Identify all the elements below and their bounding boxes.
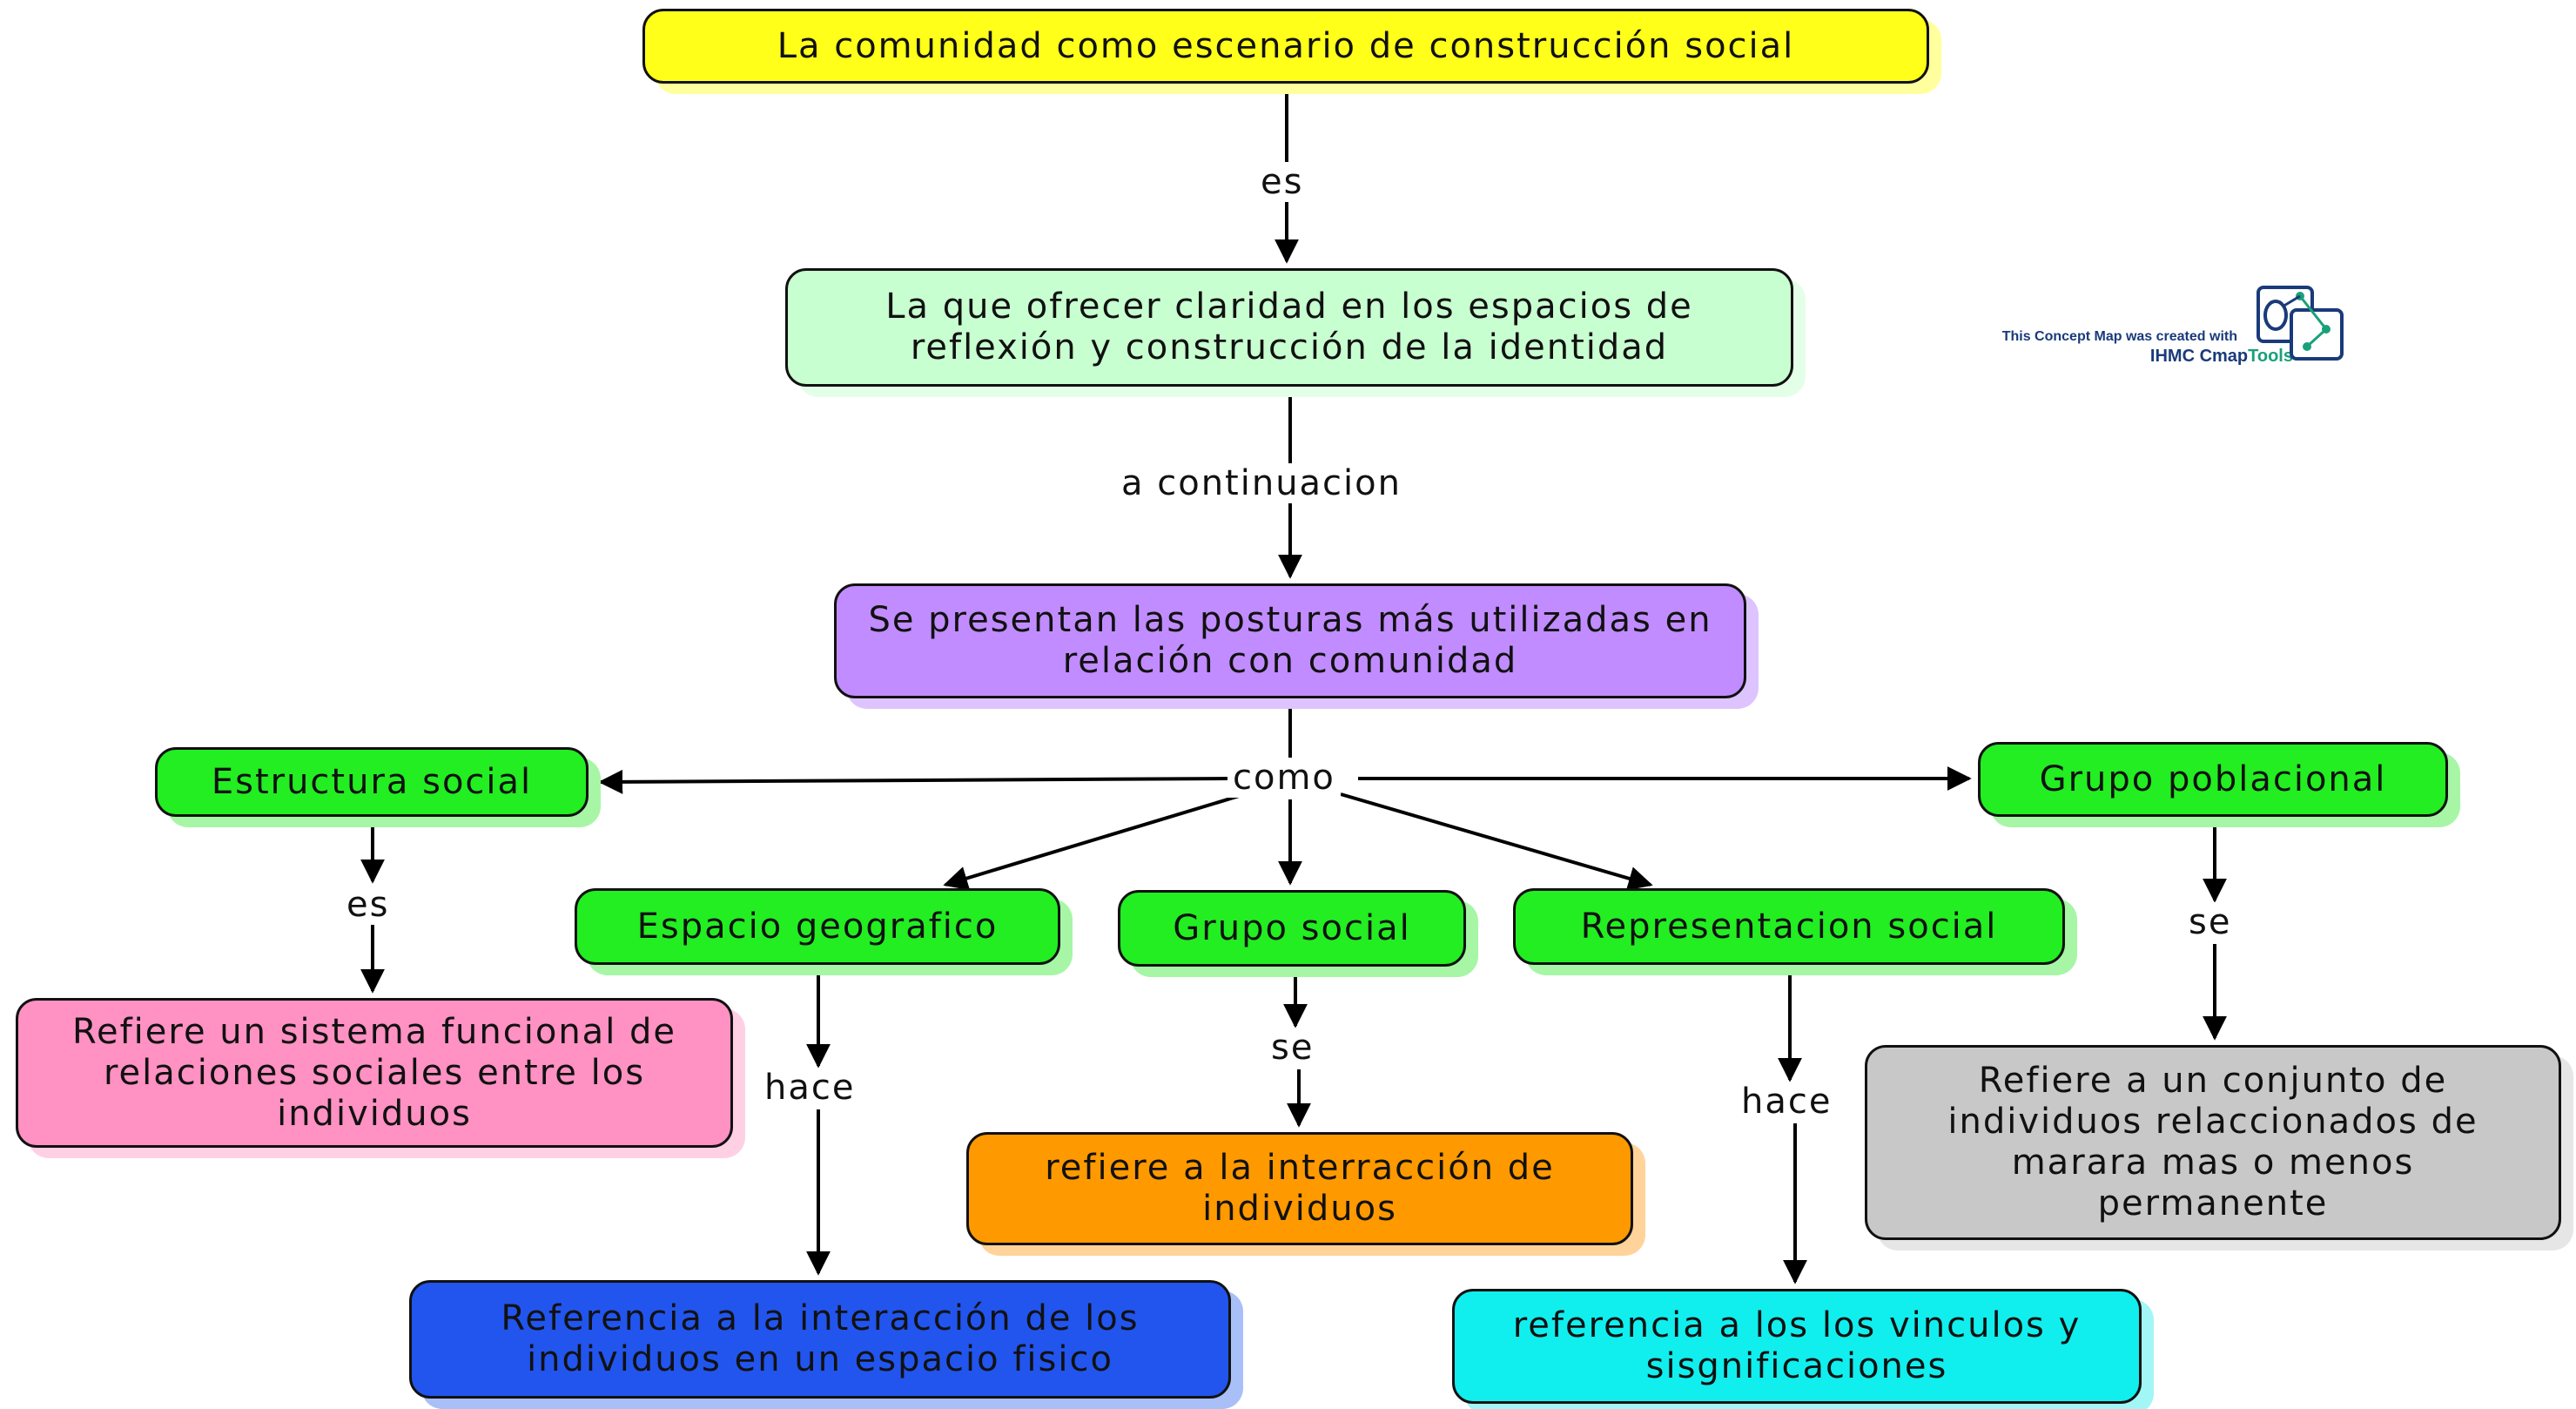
concept-espacio-definition: Referencia a la interacción de los indiv… bbox=[409, 1280, 1231, 1399]
link-label-hace: hace bbox=[759, 1068, 861, 1108]
edge-como-to-representacion bbox=[1340, 792, 1653, 891]
watermark-product-prefix: IHMC Cmap bbox=[2149, 347, 2249, 366]
concept-espacio-geografico: Espacio geografico bbox=[575, 888, 1060, 965]
concept-grupo-social: Grupo social bbox=[1118, 890, 1466, 967]
watermark-product-name: IHMC CmapTools bbox=[2150, 347, 2293, 367]
cmaptools-watermark: This Concept Map was created with IHMC C… bbox=[1969, 280, 2349, 373]
link-label-a-continuacion: a continuacion bbox=[1116, 463, 1407, 503]
concept-grupo-poblacional: Grupo poblacional bbox=[1978, 742, 2448, 817]
concept-representacion-social: Representacion social bbox=[1513, 888, 2065, 965]
watermark-product-suffix: Tools bbox=[2248, 347, 2293, 366]
concept-estructura-social: Estructura social bbox=[155, 747, 589, 817]
concept-root: La comunidad como escenario de construcc… bbox=[642, 9, 1929, 84]
watermark-caption: This Concept Map was created with bbox=[2001, 329, 2237, 344]
link-label-es: es bbox=[1255, 162, 1309, 202]
concept-postures: Se presentan las posturas más utilizadas… bbox=[834, 583, 1746, 698]
concept-interaccion: refiere a la interracción de individuos bbox=[966, 1132, 1633, 1245]
edge-como-to-espacio bbox=[943, 792, 1246, 891]
link-label-es: es bbox=[341, 885, 395, 925]
link-label-como: como bbox=[1227, 758, 1341, 798]
link-label-hace: hace bbox=[1736, 1082, 1838, 1122]
concept-estructura-definition: Refiere un sistema funcional de relacion… bbox=[16, 998, 733, 1148]
concept-clarity: La que ofrecer claridad en los espacios … bbox=[785, 268, 1793, 387]
edge-como-to-estructura bbox=[598, 769, 1230, 794]
link-label-se: se bbox=[1266, 1028, 1320, 1068]
concept-vinculos: referencia a los los vinculos y sisgnifi… bbox=[1452, 1289, 2142, 1404]
concept-conjunto: Refiere a un conjunto de individuos rela… bbox=[1865, 1045, 2561, 1240]
link-label-se: se bbox=[2183, 902, 2237, 942]
cmaptools-logo-icon bbox=[2257, 286, 2344, 361]
